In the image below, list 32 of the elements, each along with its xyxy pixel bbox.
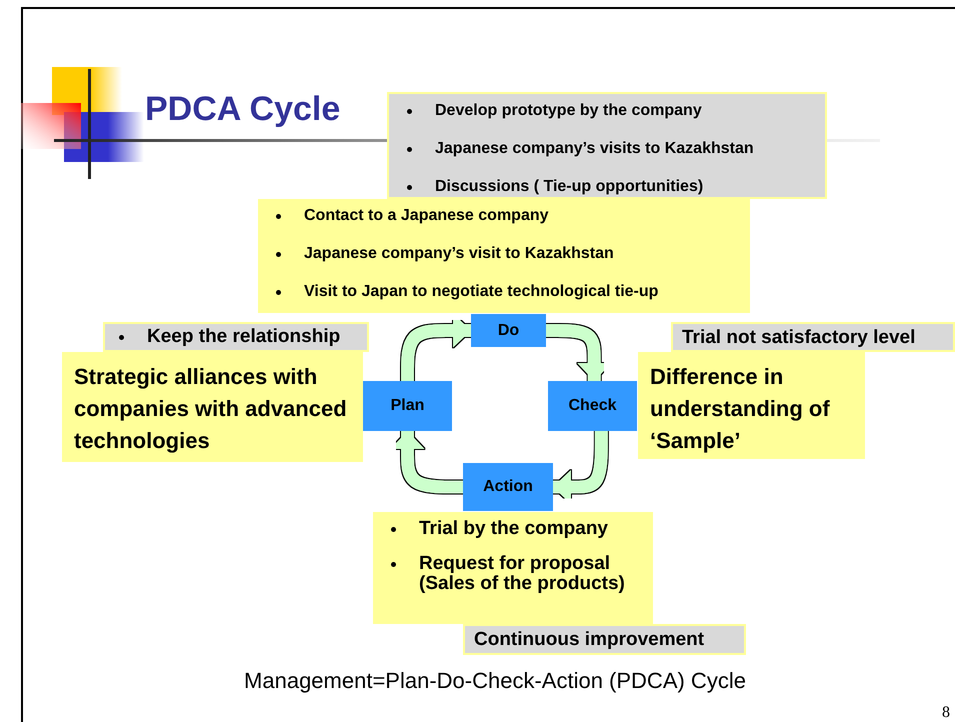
- note-box: [463, 624, 746, 655]
- callout-box: [62, 352, 363, 462]
- note-box: [671, 322, 955, 352]
- callout-box: [258, 199, 750, 313]
- step-box: [548, 381, 637, 431]
- step-label: Action: [483, 478, 533, 496]
- note-text: Trial not satisfactory level: [682, 327, 916, 349]
- note-text: Difference in understanding of ‘Sample’: [650, 363, 831, 455]
- callout-box: [638, 352, 865, 459]
- step-box: [363, 381, 452, 431]
- callout-box: [373, 512, 653, 624]
- step-label: Plan: [390, 397, 424, 415]
- bullet-text: Develop prototype by the company: [435, 102, 702, 119]
- note-box: [103, 322, 369, 352]
- slide-title: PDCA Cycle: [145, 90, 340, 129]
- caption: Management=Plan-Do-Check-Action (PDCA) Cycle: [243, 668, 747, 694]
- bullet-text: Contact to a Japanese company: [304, 207, 549, 224]
- step-label: Check: [568, 397, 617, 415]
- note-box: [387, 92, 827, 199]
- bullet-text: Visit to Japan to negotiate technological tie-up: [304, 283, 658, 300]
- bullet-text: Japanese company’s visits to Kazakhstan: [435, 140, 754, 157]
- bullet-text: Trial by the company: [419, 518, 608, 539]
- step-box: [463, 463, 553, 511]
- page-number: 8: [942, 704, 950, 722]
- bullet-text: Keep the relationship: [147, 326, 340, 347]
- step-box: [471, 314, 546, 347]
- bullet-text: Request for proposal (Sales of the products): [419, 553, 625, 594]
- note-text: Continuous improvement: [474, 629, 706, 651]
- note-text: Strategic alliances with companies with advanced technologies: [74, 363, 348, 455]
- step-label: Do: [498, 322, 520, 340]
- bullet-text: Discussions ( Tie-up opportunities): [435, 178, 704, 195]
- bullet-text: Japanese company’s visit to Kazakhstan: [304, 245, 614, 262]
